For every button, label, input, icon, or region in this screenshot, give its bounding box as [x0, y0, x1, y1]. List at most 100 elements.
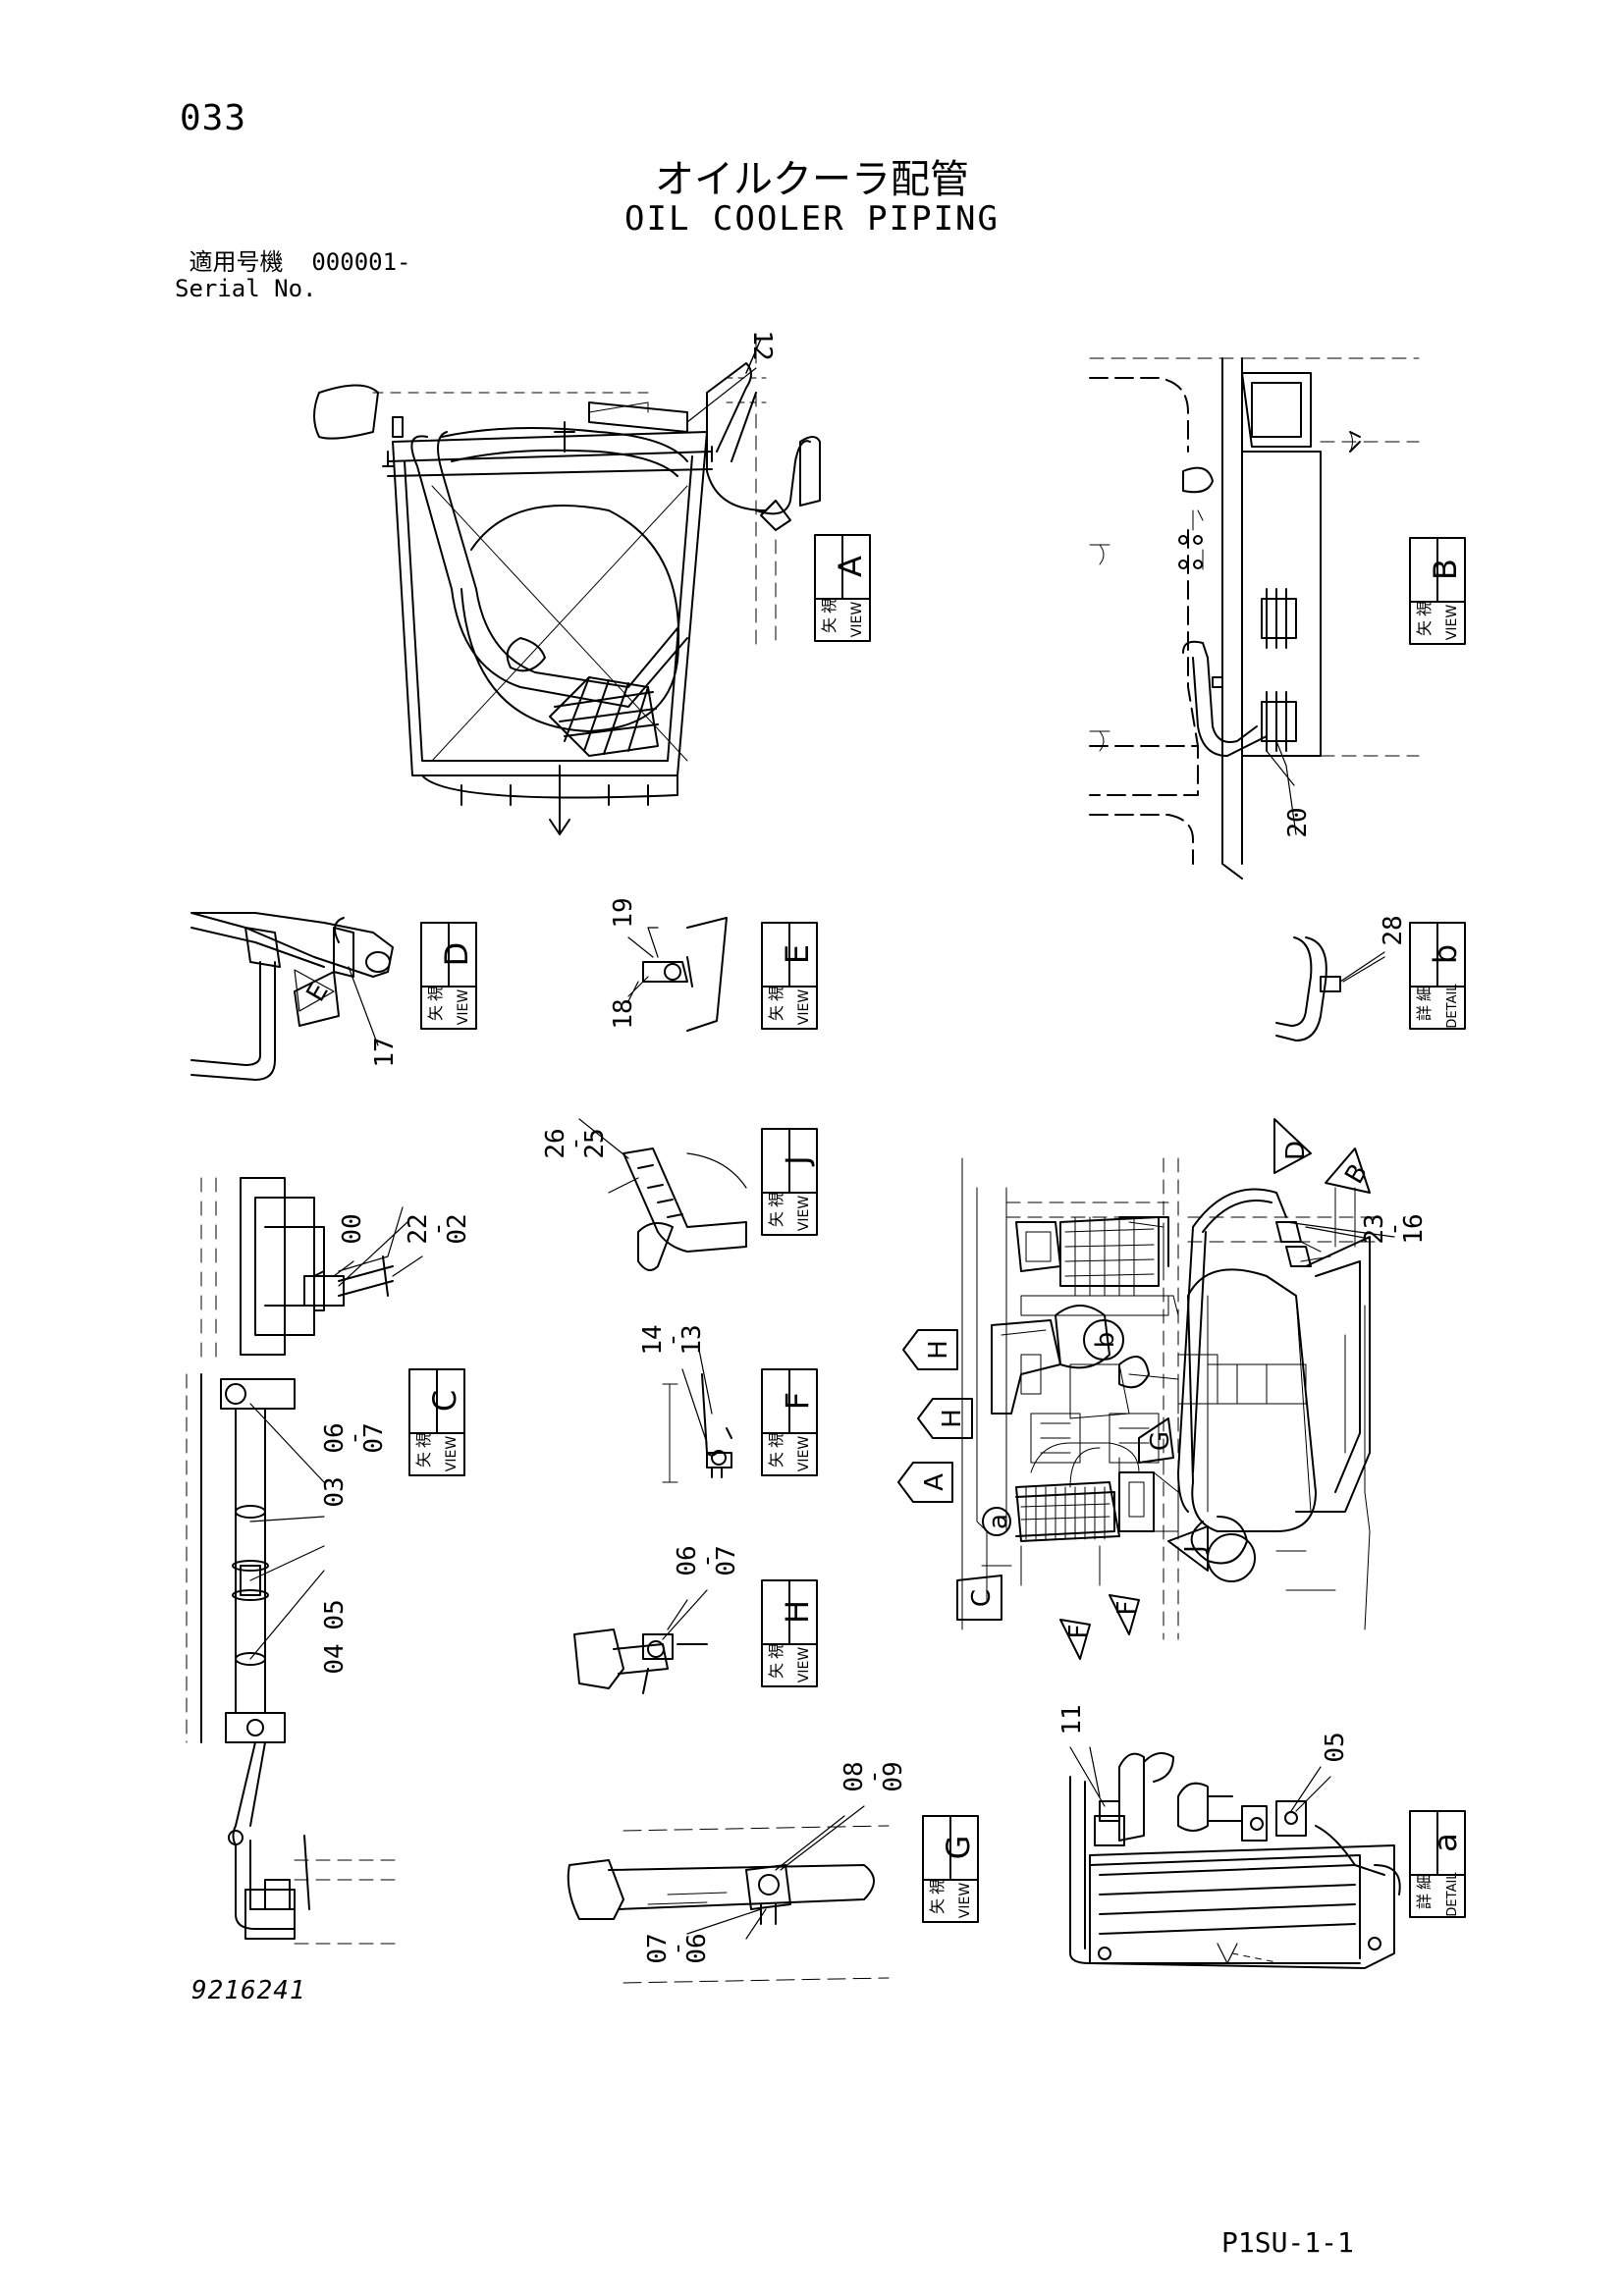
view-j-kind2-jp: 視 — [767, 1192, 785, 1207]
view-g-letter: G — [940, 1836, 977, 1860]
view-h-kind-en: VIEW — [796, 1647, 812, 1683]
callout-05b: 05 — [1321, 1732, 1350, 1762]
view-d-kind2-jp: 視 — [426, 986, 445, 1001]
view-d-kind-en: VIEW — [456, 989, 471, 1026]
detail-a-kind2-jp: 細 — [1415, 1874, 1434, 1890]
callout-dash-06-07b: - — [692, 1553, 722, 1569]
view-j-kind-en: VIEW — [796, 1196, 812, 1232]
callout-04: 04 — [320, 1643, 350, 1674]
view-a-kind-jp: 矢 — [820, 617, 839, 633]
callout-16: 16 — [1399, 1213, 1429, 1244]
view-f-kind-jp: 矢 — [767, 1452, 785, 1468]
callout-06c: 06 — [682, 1933, 712, 1963]
callout-18: 18 — [609, 998, 638, 1029]
callout-22: 22 — [404, 1213, 433, 1244]
callout-07a: 07 — [359, 1422, 389, 1453]
callout-14: 14 — [638, 1324, 668, 1355]
detail-a-letter: a — [1427, 1833, 1464, 1852]
view-arrow-f1-letter: F — [1064, 1625, 1094, 1639]
callout-07c: 07 — [643, 1933, 673, 1963]
title-english: OIL COOLER PIPING — [624, 199, 1000, 239]
view-b-letter: B — [1427, 559, 1464, 580]
callout-23: 23 — [1360, 1213, 1389, 1244]
view-b-kind2-jp: 視 — [1415, 601, 1434, 616]
callout-05: 05 — [320, 1599, 350, 1629]
view-a-kind2-jp: 視 — [820, 598, 839, 614]
overview-drawing — [961, 1157, 1376, 1640]
view-g-drawing — [567, 1815, 890, 1984]
serial-line-jp: 適用号機 000001- — [175, 248, 411, 276]
callout-dash-26-25: - — [561, 1136, 590, 1151]
callout-20: 20 — [1283, 807, 1313, 837]
drawing-number: 9216241 — [191, 1976, 306, 2005]
view-c-kind-jp: 矢 — [414, 1452, 433, 1468]
view-arrow-j-letter: J — [1180, 1545, 1210, 1555]
view-arrow-d-letter: D — [1281, 1141, 1311, 1160]
view-arrow-f1 — [1059, 1619, 1091, 1660]
view-arrow-b-letter: B — [1339, 1159, 1374, 1189]
detail-b-letter: b — [1427, 944, 1464, 964]
view-arrow-e — [294, 969, 335, 1012]
callout-19: 19 — [609, 897, 638, 928]
view-arrow-c-letter: C — [967, 1589, 997, 1607]
callout-13: 13 — [677, 1324, 707, 1355]
detail-b-kind-jp: 詳 — [1415, 1005, 1434, 1021]
callout-dash-14-13: - — [658, 1332, 687, 1348]
serial-label-en: Serial No. — [175, 275, 317, 302]
callout-12: 12 — [747, 330, 777, 360]
view-arrow-h1 — [902, 1329, 958, 1370]
view-arrow-g — [1138, 1417, 1174, 1464]
page-number: 033 — [180, 98, 247, 138]
view-g-kind-en: VIEW — [957, 1883, 973, 1919]
detail-a-marker-letter: a — [984, 1514, 1013, 1529]
view-f-letter: F — [779, 1392, 816, 1410]
view-a-letter: A — [832, 556, 869, 577]
callout-28: 28 — [1379, 915, 1408, 945]
callout-dash-07-06c: - — [663, 1941, 692, 1956]
view-j-letter: J — [779, 1155, 816, 1166]
detail-b-kind-en: DETAIL — [1445, 984, 1460, 1029]
view-j-drawing — [608, 1148, 747, 1271]
detail-a-kind-jp: 詳 — [1415, 1894, 1434, 1909]
view-b-kind-en: VIEW — [1444, 605, 1460, 641]
view-j-kind-jp: 矢 — [767, 1211, 785, 1227]
view-c-kind2-jp: 視 — [414, 1432, 433, 1448]
callout-dash-06-07a: - — [340, 1430, 369, 1446]
view-e-kind-en: VIEW — [796, 989, 812, 1026]
view-b-kind-jp: 矢 — [1415, 620, 1434, 636]
view-b-drawing — [1089, 357, 1420, 880]
callout-dash-23-16: - — [1380, 1221, 1409, 1237]
view-e-kind-jp: 矢 — [767, 1005, 785, 1021]
view-a-kind-en: VIEW — [849, 602, 865, 638]
view-arrow-d — [1273, 1118, 1312, 1174]
detail-a-drawing — [1069, 1746, 1401, 1969]
view-arrow-h2 — [917, 1398, 973, 1439]
view-arrow-c — [956, 1575, 1002, 1621]
detail-b-drawing — [1275, 936, 1385, 1041]
callout-17: 17 — [370, 1037, 400, 1067]
view-c-letter: C — [426, 1390, 463, 1412]
view-d-letter: D — [438, 942, 475, 967]
view-h-letter: H — [779, 1600, 816, 1624]
callout-26: 26 — [541, 1128, 570, 1158]
radiator-view — [313, 333, 821, 835]
view-d-drawing — [190, 912, 394, 1081]
serial-range: 000001- — [311, 248, 411, 276]
callout-00: 00 — [338, 1213, 367, 1244]
detail-a-kind-en: DETAIL — [1445, 1872, 1460, 1917]
callout-06a: 06 — [320, 1422, 350, 1453]
view-h-drawing — [573, 1599, 708, 1694]
view-e-kind2-jp: 視 — [767, 986, 785, 1001]
view-arrow-f2-letter: F — [1112, 1601, 1142, 1616]
view-arrow-j — [1167, 1525, 1209, 1572]
callout-dash-22-02: - — [423, 1221, 453, 1237]
view-h-kind-jp: 矢 — [767, 1663, 785, 1679]
view-g-kind2-jp: 視 — [928, 1879, 947, 1895]
footer-code: P1SU-1-1 — [1221, 2226, 1354, 2259]
callout-03: 03 — [320, 1476, 350, 1507]
view-f-kind-en: VIEW — [796, 1436, 812, 1472]
callout-07b: 07 — [712, 1545, 741, 1575]
serial-label-jp: 適用号機 — [189, 248, 284, 276]
view-arrow-h1-letter: H — [924, 1340, 953, 1360]
